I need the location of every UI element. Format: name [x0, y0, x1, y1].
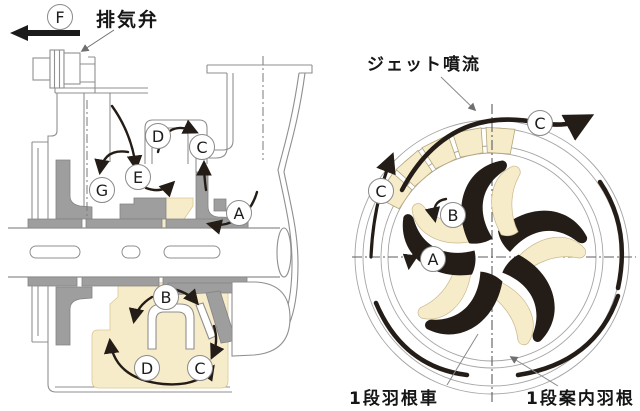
flow-marker-E: E	[125, 164, 151, 190]
flow-marker-C-upper: C	[189, 134, 215, 160]
flow-marker-F: F	[47, 4, 73, 30]
guide-vane-arcs	[369, 114, 625, 378]
flow-marker-C-lower: C	[187, 355, 213, 381]
leader-lines-right	[440, 76, 559, 387]
stage1-guide-vane-label: 1段案内羽根	[526, 389, 635, 409]
flow-marker-D-lower: D	[134, 355, 160, 381]
flow-marker-B-left: B	[153, 284, 179, 310]
exhaust-valve-label: 排気弁	[96, 9, 160, 31]
flow-marker-A-left: A	[226, 200, 252, 226]
flow-marker-C-left-rim: C	[368, 178, 394, 204]
centerlines-left	[86, 56, 264, 216]
exhaust-valve-leader	[80, 29, 115, 52]
flow-marker-C-top-right: C	[527, 110, 553, 136]
flow-marker-G: G	[89, 177, 115, 203]
pump-shaft	[8, 227, 292, 278]
flow-marker-D-upper: D	[145, 123, 171, 149]
flow-marker-B-right: B	[440, 202, 466, 228]
stage1-impeller-label: 1段羽根車	[349, 389, 439, 409]
flow-marker-A-right: A	[420, 246, 446, 272]
exhaust-flow-arrow	[10, 25, 80, 41]
jet-flow-label: ジェット噴流	[367, 55, 481, 75]
centerlines-right	[352, 104, 636, 402]
